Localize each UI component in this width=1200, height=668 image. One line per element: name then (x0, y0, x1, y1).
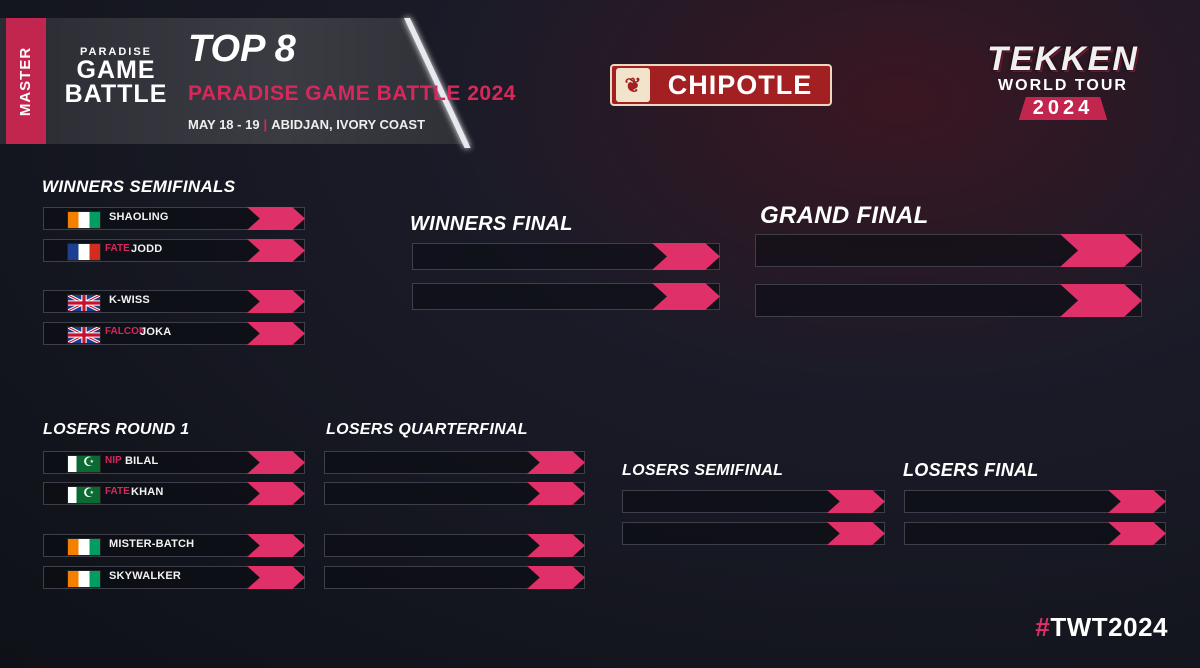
score-arrow (827, 490, 885, 513)
division-tab: MASTER (6, 18, 46, 144)
event-location: ABIDJAN, IVORY COAST (271, 117, 426, 132)
ivory-coast-flag-icon (67, 211, 101, 229)
ivory-coast-flag-icon (67, 570, 101, 588)
pepper-icon: ❦ (616, 68, 650, 102)
hashtag-symbol: # (1035, 612, 1051, 642)
ivory-coast-flag-icon (67, 538, 101, 556)
winners-final-title: WINNERS FINAL (410, 213, 573, 235)
event-name: PARADISE GAME BATTLE 2024 (188, 82, 516, 105)
event-logo-line2: BATTLE (64, 80, 168, 108)
score-arrow (247, 239, 305, 262)
score-arrow (1108, 522, 1166, 545)
team-tag: FATE (105, 243, 130, 254)
losers-round1-slot-1[interactable]: NIP BILAL (43, 451, 305, 474)
player-name: JOKA (140, 326, 172, 338)
event-logo-small: PARADISE (79, 46, 153, 58)
page-title: TOP 8 (188, 28, 296, 70)
losers-round1-title: LOSERS ROUND 1 (43, 421, 190, 438)
team-tag: FATE (105, 486, 130, 497)
losers-final-title: LOSERS FINAL (903, 460, 1039, 480)
score-arrow (1108, 490, 1166, 513)
score-arrow (247, 207, 305, 230)
event-logo: PARADISE GAME BATTLE (56, 46, 176, 108)
losers-round1-slot-3[interactable]: MISTER-BATCH (43, 534, 305, 557)
uk-flag-icon (67, 294, 101, 312)
event-dates: MAY 18 - 19 (188, 117, 260, 132)
sponsor-name: CHIPOTLE (667, 69, 813, 100)
event-meta: MAY 18 - 19|ABIDJAN, IVORY COAST (188, 117, 425, 132)
score-arrow (247, 566, 305, 589)
score-arrow (527, 451, 585, 474)
player-name: MISTER-BATCH (109, 538, 195, 550)
team-tag: NIP (105, 455, 122, 466)
winners-semifinal-slot-2[interactable]: FATE JODD (43, 239, 305, 262)
player-name: SHAOLING (109, 211, 169, 223)
score-arrow (527, 566, 585, 589)
sponsor-logo: ❦ CHIPOTLE (610, 64, 832, 106)
score-arrow (247, 534, 305, 557)
grand-final-slot-2[interactable] (755, 284, 1142, 317)
losers-quarterfinal-slot-2[interactable] (324, 482, 585, 505)
losers-round1-slot-4[interactable]: SKYWALKER (43, 566, 305, 589)
player-name: K-WISS (109, 294, 150, 306)
losers-semifinal-slot-2[interactable] (622, 522, 885, 545)
player-name: JODD (131, 243, 163, 255)
winners-semifinal-slot-3[interactable]: K-WISS (43, 290, 305, 313)
losers-final-slot-1[interactable] (904, 490, 1166, 513)
pakistan-flag-icon (67, 454, 101, 473)
tour-logo-title: TEKKEN (987, 40, 1139, 78)
winners-semifinals-title: WINNERS SEMIFINALS (42, 177, 236, 196)
score-arrow (247, 451, 305, 474)
pakistan-flag-icon (67, 485, 101, 504)
player-name: KHAN (131, 486, 164, 498)
winners-semifinal-slot-1[interactable]: SHAOLING (43, 207, 305, 230)
team-tag: FALCON (105, 326, 147, 337)
winners-final-slot-1[interactable] (412, 243, 720, 270)
tour-logo: TEKKEN WORLD TOUR 2024 (958, 40, 1168, 120)
losers-final-slot-2[interactable] (904, 522, 1166, 545)
player-name: BILAL (125, 455, 159, 467)
hashtag: #TWT2024 (1035, 612, 1168, 643)
losers-quarterfinal-slot-1[interactable] (324, 451, 585, 474)
meta-separator: | (263, 117, 268, 132)
score-arrow (527, 482, 585, 505)
winners-semifinal-slot-4[interactable]: FALCON JOKA (43, 322, 305, 345)
tour-logo-year: 2024 (1018, 97, 1108, 120)
losers-semifinal-slot-1[interactable] (622, 490, 885, 513)
score-arrow (247, 322, 305, 345)
losers-quarterfinal-slot-4[interactable] (324, 566, 585, 589)
losers-quarterfinal-slot-3[interactable] (324, 534, 585, 557)
grand-final-title: GRAND FINAL (760, 202, 929, 229)
grand-final-slot-1[interactable] (755, 234, 1142, 267)
losers-quarterfinal-title: LOSERS QUARTERFINAL (326, 421, 528, 438)
score-arrow (247, 482, 305, 505)
division-label: MASTER (17, 46, 35, 116)
losers-semifinal-title: LOSERS SEMIFINAL (622, 462, 784, 479)
player-name: SKYWALKER (109, 570, 182, 582)
score-arrow (827, 522, 885, 545)
winners-final-slot-2[interactable] (412, 283, 720, 310)
header-panel (0, 18, 470, 144)
score-arrow (247, 290, 305, 313)
score-arrow (527, 534, 585, 557)
losers-round1-slot-2[interactable]: FATE KHAN (43, 482, 305, 505)
event-logo-line1: GAME (76, 56, 156, 84)
hashtag-text: TWT2024 (1050, 612, 1168, 642)
tour-logo-subtitle: WORLD TOUR (998, 77, 1128, 94)
france-flag-icon (67, 243, 101, 261)
uk-flag-icon (67, 326, 101, 344)
